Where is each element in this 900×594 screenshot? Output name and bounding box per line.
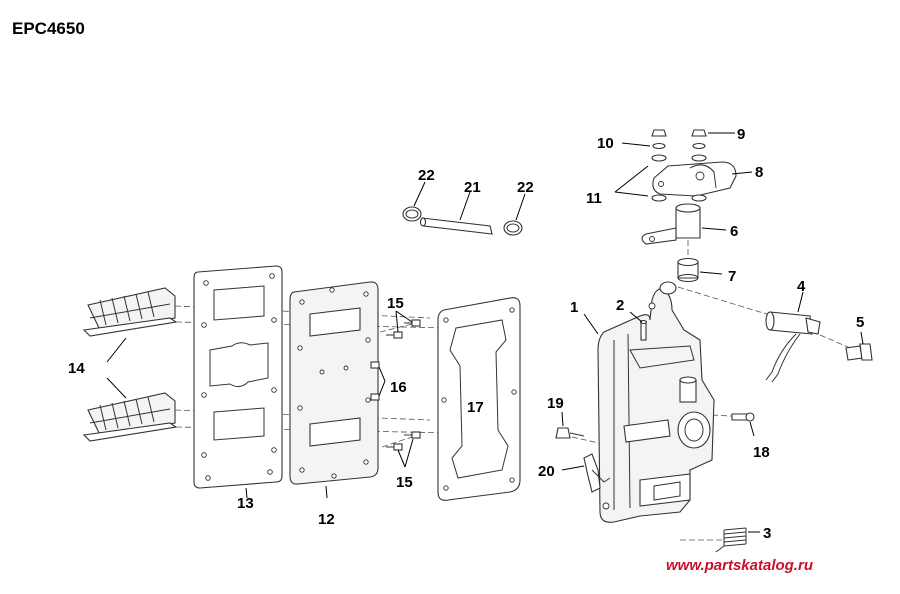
- washer-11-c[interactable]: [651, 194, 667, 202]
- washer-11-b[interactable]: [691, 142, 707, 162]
- callout-19: 19: [547, 395, 564, 412]
- lever-6[interactable]: [641, 203, 701, 245]
- callout-6: 6: [730, 223, 738, 240]
- washer-11-a[interactable]: [651, 142, 667, 162]
- hose-clamp-right[interactable]: [503, 220, 523, 236]
- callout-2: 2: [616, 297, 624, 314]
- screw-19[interactable]: [555, 427, 585, 439]
- gasket-13[interactable]: [193, 265, 283, 489]
- callout-17: 17: [467, 399, 484, 416]
- screw-15-upper-a[interactable]: [404, 319, 421, 327]
- nut-9[interactable]: [691, 129, 707, 137]
- callout-1: 1: [570, 299, 578, 316]
- callout-4: 4: [797, 278, 806, 295]
- callout-8: 8: [755, 164, 763, 181]
- housing-1[interactable]: [597, 281, 715, 523]
- nut-10[interactable]: [651, 129, 667, 137]
- screw-5[interactable]: [845, 343, 873, 361]
- hose-clamp-left[interactable]: [402, 206, 422, 222]
- callout-16: 16: [390, 379, 407, 396]
- screw-16-b[interactable]: [370, 393, 380, 401]
- callout-12: 12: [318, 511, 335, 528]
- bushing-7[interactable]: [677, 257, 699, 282]
- gasket-17[interactable]: [437, 297, 521, 501]
- callout-18: 18: [753, 444, 770, 461]
- screw-18[interactable]: [731, 412, 755, 422]
- callout-14: 14: [68, 360, 85, 377]
- callout-22-right: 22: [517, 179, 534, 196]
- screw-15-lower-b[interactable]: [386, 443, 403, 451]
- callout-11: 11: [586, 190, 602, 207]
- callout-13: 13: [237, 495, 254, 512]
- callout-9: 9: [737, 126, 745, 143]
- callout-3: 3: [763, 525, 771, 542]
- washer-11-d[interactable]: [691, 194, 707, 202]
- reed-valve-lower[interactable]: [82, 392, 178, 442]
- callout-5: 5: [856, 314, 864, 331]
- hose[interactable]: [419, 217, 493, 235]
- watermark: www.partskatalog.ru: [666, 557, 813, 574]
- callout-7: 7: [728, 268, 736, 285]
- sensor-4[interactable]: [765, 311, 821, 383]
- callout-21: 21: [464, 179, 481, 196]
- callout-20: 20: [538, 463, 555, 480]
- reed-plate-12[interactable]: [289, 281, 379, 485]
- spring-3[interactable]: [715, 527, 747, 553]
- diagram-code: EPC4650: [12, 19, 85, 38]
- callout-10: 10: [597, 135, 614, 152]
- bracket-8[interactable]: [652, 161, 737, 197]
- reed-valve-upper[interactable]: [82, 287, 178, 337]
- callout-15-upper: 15: [387, 295, 404, 312]
- pin-2[interactable]: [639, 319, 648, 341]
- screw-15-lower-a[interactable]: [404, 431, 421, 439]
- callout-22-left: 22: [418, 167, 435, 184]
- clip-20[interactable]: [583, 453, 611, 493]
- screw-16-a[interactable]: [370, 361, 380, 369]
- screw-15-upper-b[interactable]: [386, 331, 403, 339]
- callout-15-lower: 15: [396, 474, 413, 491]
